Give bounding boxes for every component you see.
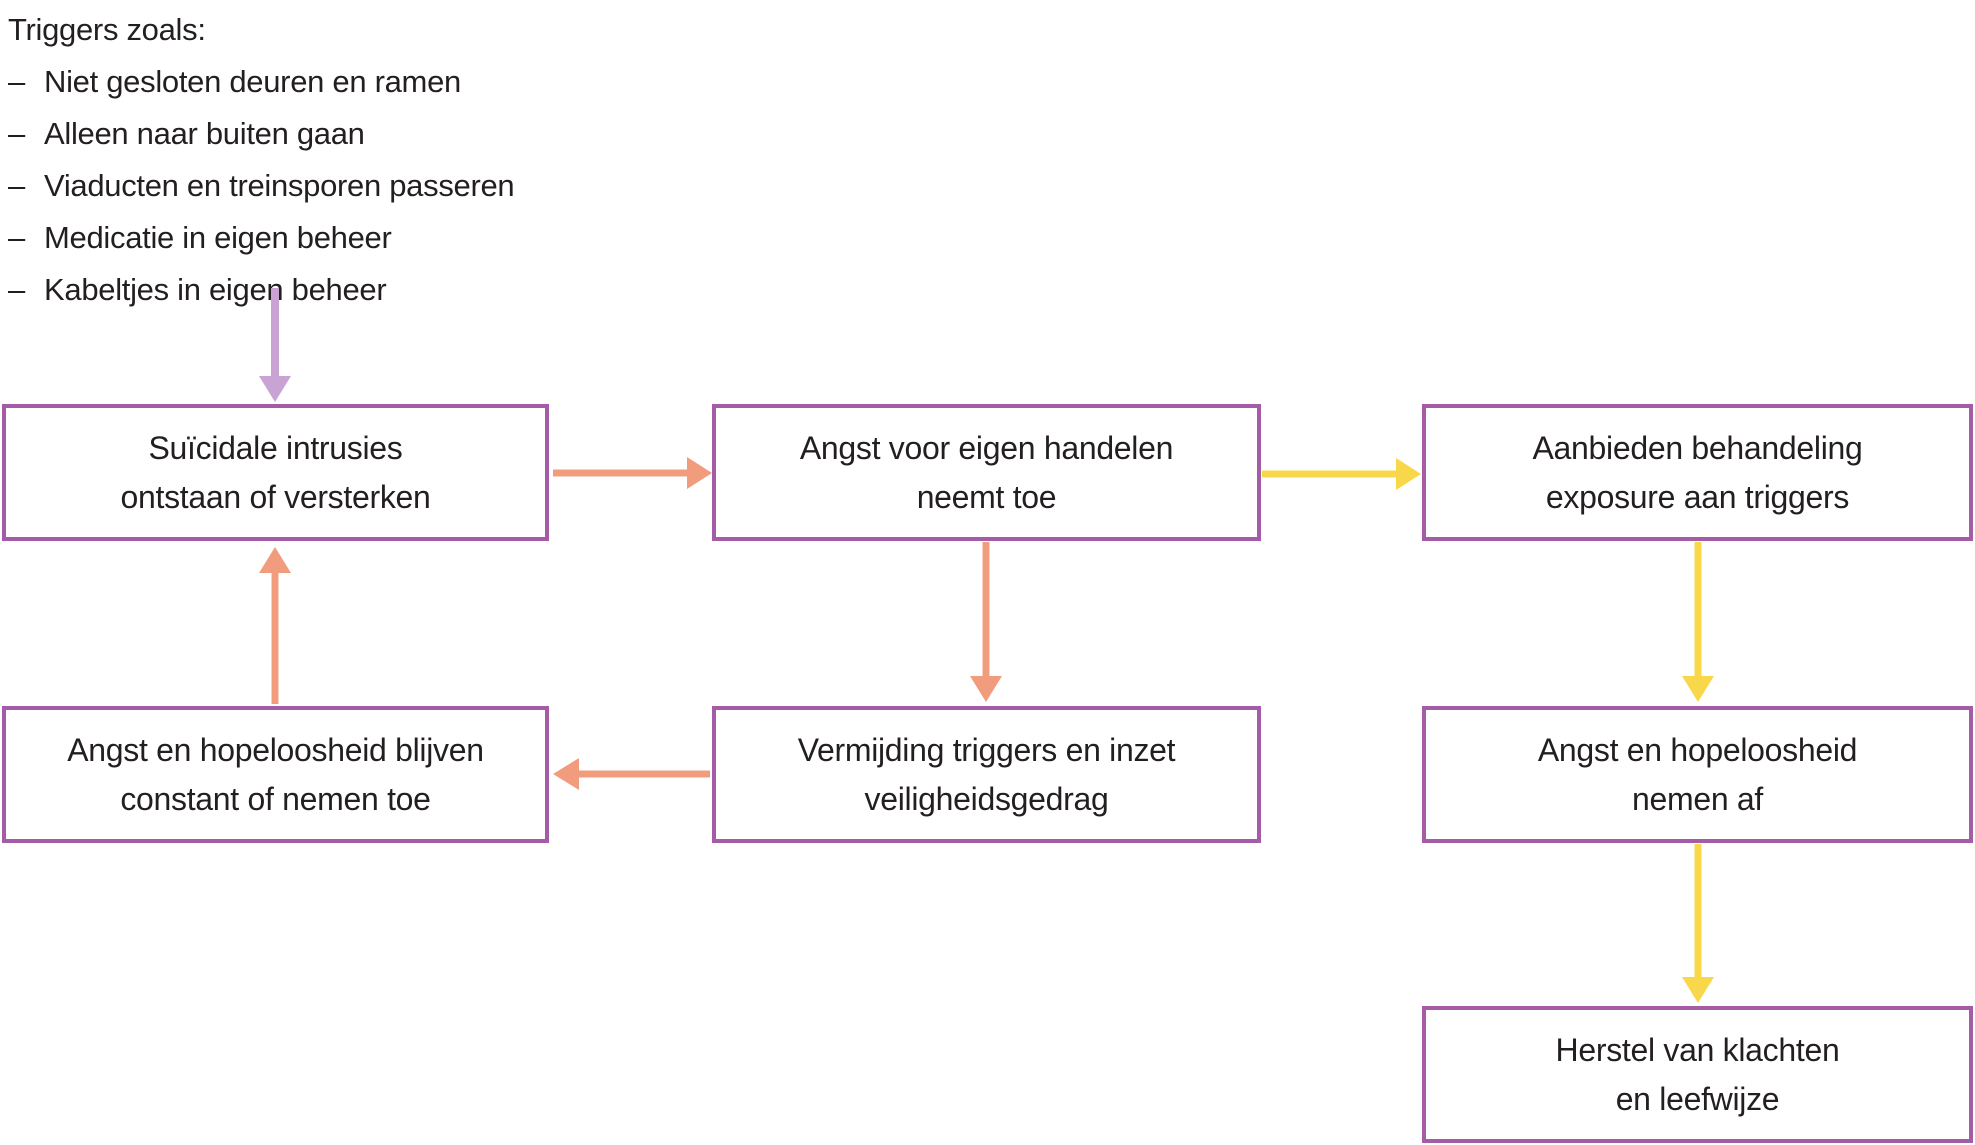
box-line: en leefwijze: [1615, 1080, 1780, 1117]
dash-bullet: –: [8, 116, 25, 151]
arrow-nemen-af-to-herstel: [1682, 844, 1714, 1003]
box-line: Angst en hopeloosheid: [1537, 731, 1858, 768]
box-vermijding-triggers: Vermijding triggers en inzet veiligheids…: [712, 706, 1261, 843]
box-angst-eigen-handelen: Angst voor eigen handelen neemt toe: [712, 404, 1261, 541]
box-line: ontstaan of versterken: [120, 478, 431, 515]
box-suicidale-intrusies: Suïcidale intrusies ontstaan of versterk…: [2, 404, 549, 541]
trigger-item-label: Medicatie in eigen beheer: [44, 220, 392, 255]
box-line: exposure aan triggers: [1545, 478, 1850, 515]
trigger-list-title: Triggers zoals:: [8, 12, 206, 47]
box-line: nemen af: [1631, 780, 1764, 817]
box-herstel-klachten: Herstel van klachten en leefwijze: [1422, 1006, 1973, 1143]
trigger-item-label: Alleen naar buiten gaan: [44, 116, 365, 151]
arrow-intrusies-to-angst-handelen: [553, 457, 712, 489]
arrow-vermijding-to-blijven: [553, 758, 710, 790]
box-line: Suïcidale intrusies: [148, 429, 403, 466]
dash-bullet: –: [8, 220, 25, 255]
box-angst-hopeloosheid-nemen-af: Angst en hopeloosheid nemen af: [1422, 706, 1973, 843]
box-aanbieden-behandeling: Aanbieden behandeling exposure aan trigg…: [1422, 404, 1973, 541]
box-line: Herstel van klachten: [1555, 1031, 1840, 1068]
arrow-angst-handelen-to-vermijding: [970, 542, 1002, 702]
box-line: veiligheidsgedrag: [864, 780, 1109, 817]
arrow-aanbieden-to-nemen-af: [1682, 542, 1714, 702]
trigger-list: Triggers zoals: – Niet gesloten deuren e…: [8, 4, 515, 316]
arrow-blijven-to-intrusies: [259, 547, 291, 704]
dash-bullet: –: [8, 64, 25, 99]
box-line: Vermijding triggers en inzet: [797, 731, 1176, 768]
box-line: Angst en hopeloosheid blijven: [67, 731, 484, 768]
trigger-list-item: – Kabeltjes in eigen beheer: [8, 264, 514, 316]
trigger-list-item: – Medicatie in eigen beheer: [8, 212, 514, 264]
box-line: Aanbieden behandeling: [1532, 429, 1863, 466]
trigger-list-item: – Viaducten en treinsporen passeren: [8, 160, 515, 212]
trigger-list-item: – Niet gesloten deuren en ramen: [8, 56, 514, 108]
box-line: Angst voor eigen handelen: [799, 429, 1174, 466]
box-line: neemt toe: [916, 478, 1057, 515]
box-angst-hopeloosheid-blijven: Angst en hopeloosheid blijven constant o…: [2, 706, 549, 843]
trigger-list-item: – Alleen naar buiten gaan: [8, 108, 514, 160]
box-line: constant of nemen toe: [120, 780, 431, 817]
dash-bullet: –: [8, 272, 25, 307]
trigger-item-label: Niet gesloten deuren en ramen: [44, 64, 461, 99]
dash-bullet: –: [8, 168, 25, 203]
arrow-angst-handelen-to-aanbieden: [1262, 458, 1421, 490]
trigger-item-label: Viaducten en treinsporen passeren: [44, 168, 515, 203]
trigger-item-label: Kabeltjes in eigen beheer: [44, 272, 387, 307]
